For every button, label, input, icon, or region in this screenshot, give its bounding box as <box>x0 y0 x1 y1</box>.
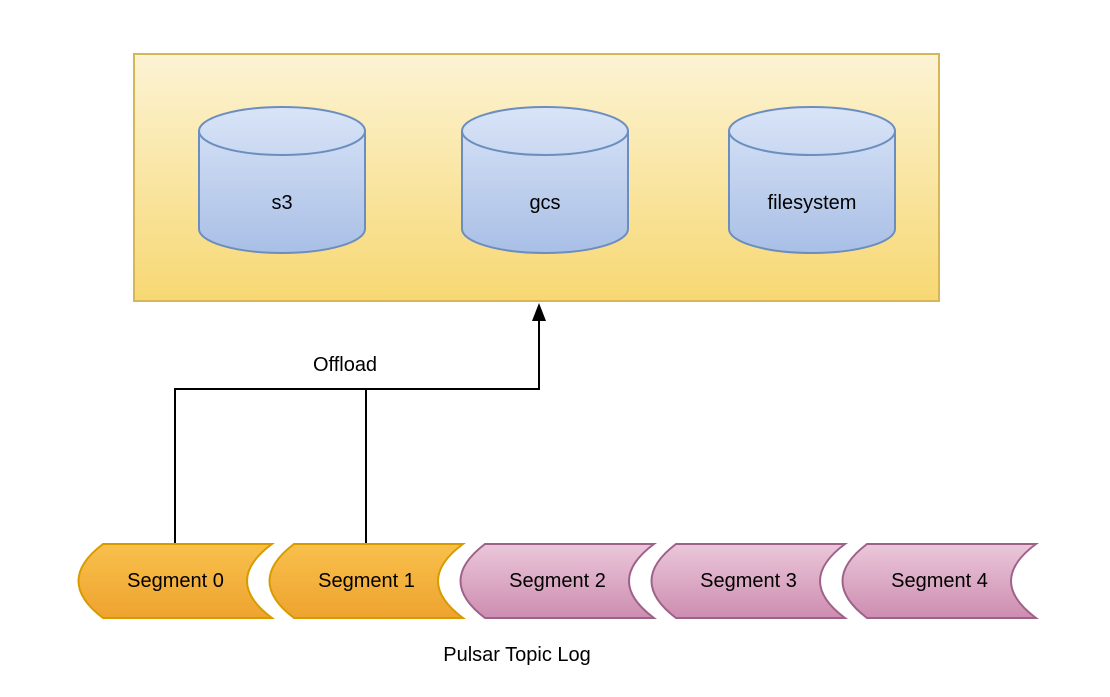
segment-label: Segment 4 <box>891 570 988 592</box>
stored-data-shape <box>459 543 658 619</box>
arrow-up-icon <box>532 303 546 321</box>
stored-data-shape <box>841 543 1040 619</box>
cylinder-label-filesystem: filesystem <box>767 192 857 214</box>
segment-3: Segment 3 <box>650 543 849 619</box>
database-cylinder-icon <box>461 106 629 254</box>
segment-1: Segment 1 <box>268 543 467 619</box>
database-cylinder-icon <box>198 106 366 254</box>
database-cylinder-icon <box>728 106 896 254</box>
gcs-cylinder: gcs <box>460 105 630 255</box>
s3-cylinder: s3 <box>197 105 367 255</box>
segment-label: Segment 0 <box>127 570 224 592</box>
cylinder-label-gcs: gcs <box>529 192 561 214</box>
stored-data-shape <box>268 543 467 619</box>
tiered-storage-box: s3 gcs <box>133 53 940 302</box>
stored-data-shape <box>77 543 276 619</box>
segment-label: Segment 1 <box>318 570 415 592</box>
offload-label: Offload <box>312 354 378 376</box>
filesystem-cylinder: filesystem <box>727 105 897 255</box>
segment-label: Segment 2 <box>509 570 606 592</box>
segment-0: Segment 0 <box>77 543 276 619</box>
cylinder-label-s3: s3 <box>271 192 293 214</box>
segment-4: Segment 4 <box>841 543 1040 619</box>
stored-data-shape <box>650 543 849 619</box>
pulsar-topic-log-caption: Pulsar Topic Log <box>443 644 591 666</box>
segment-label: Segment 3 <box>700 570 797 592</box>
segment-2: Segment 2 <box>459 543 658 619</box>
